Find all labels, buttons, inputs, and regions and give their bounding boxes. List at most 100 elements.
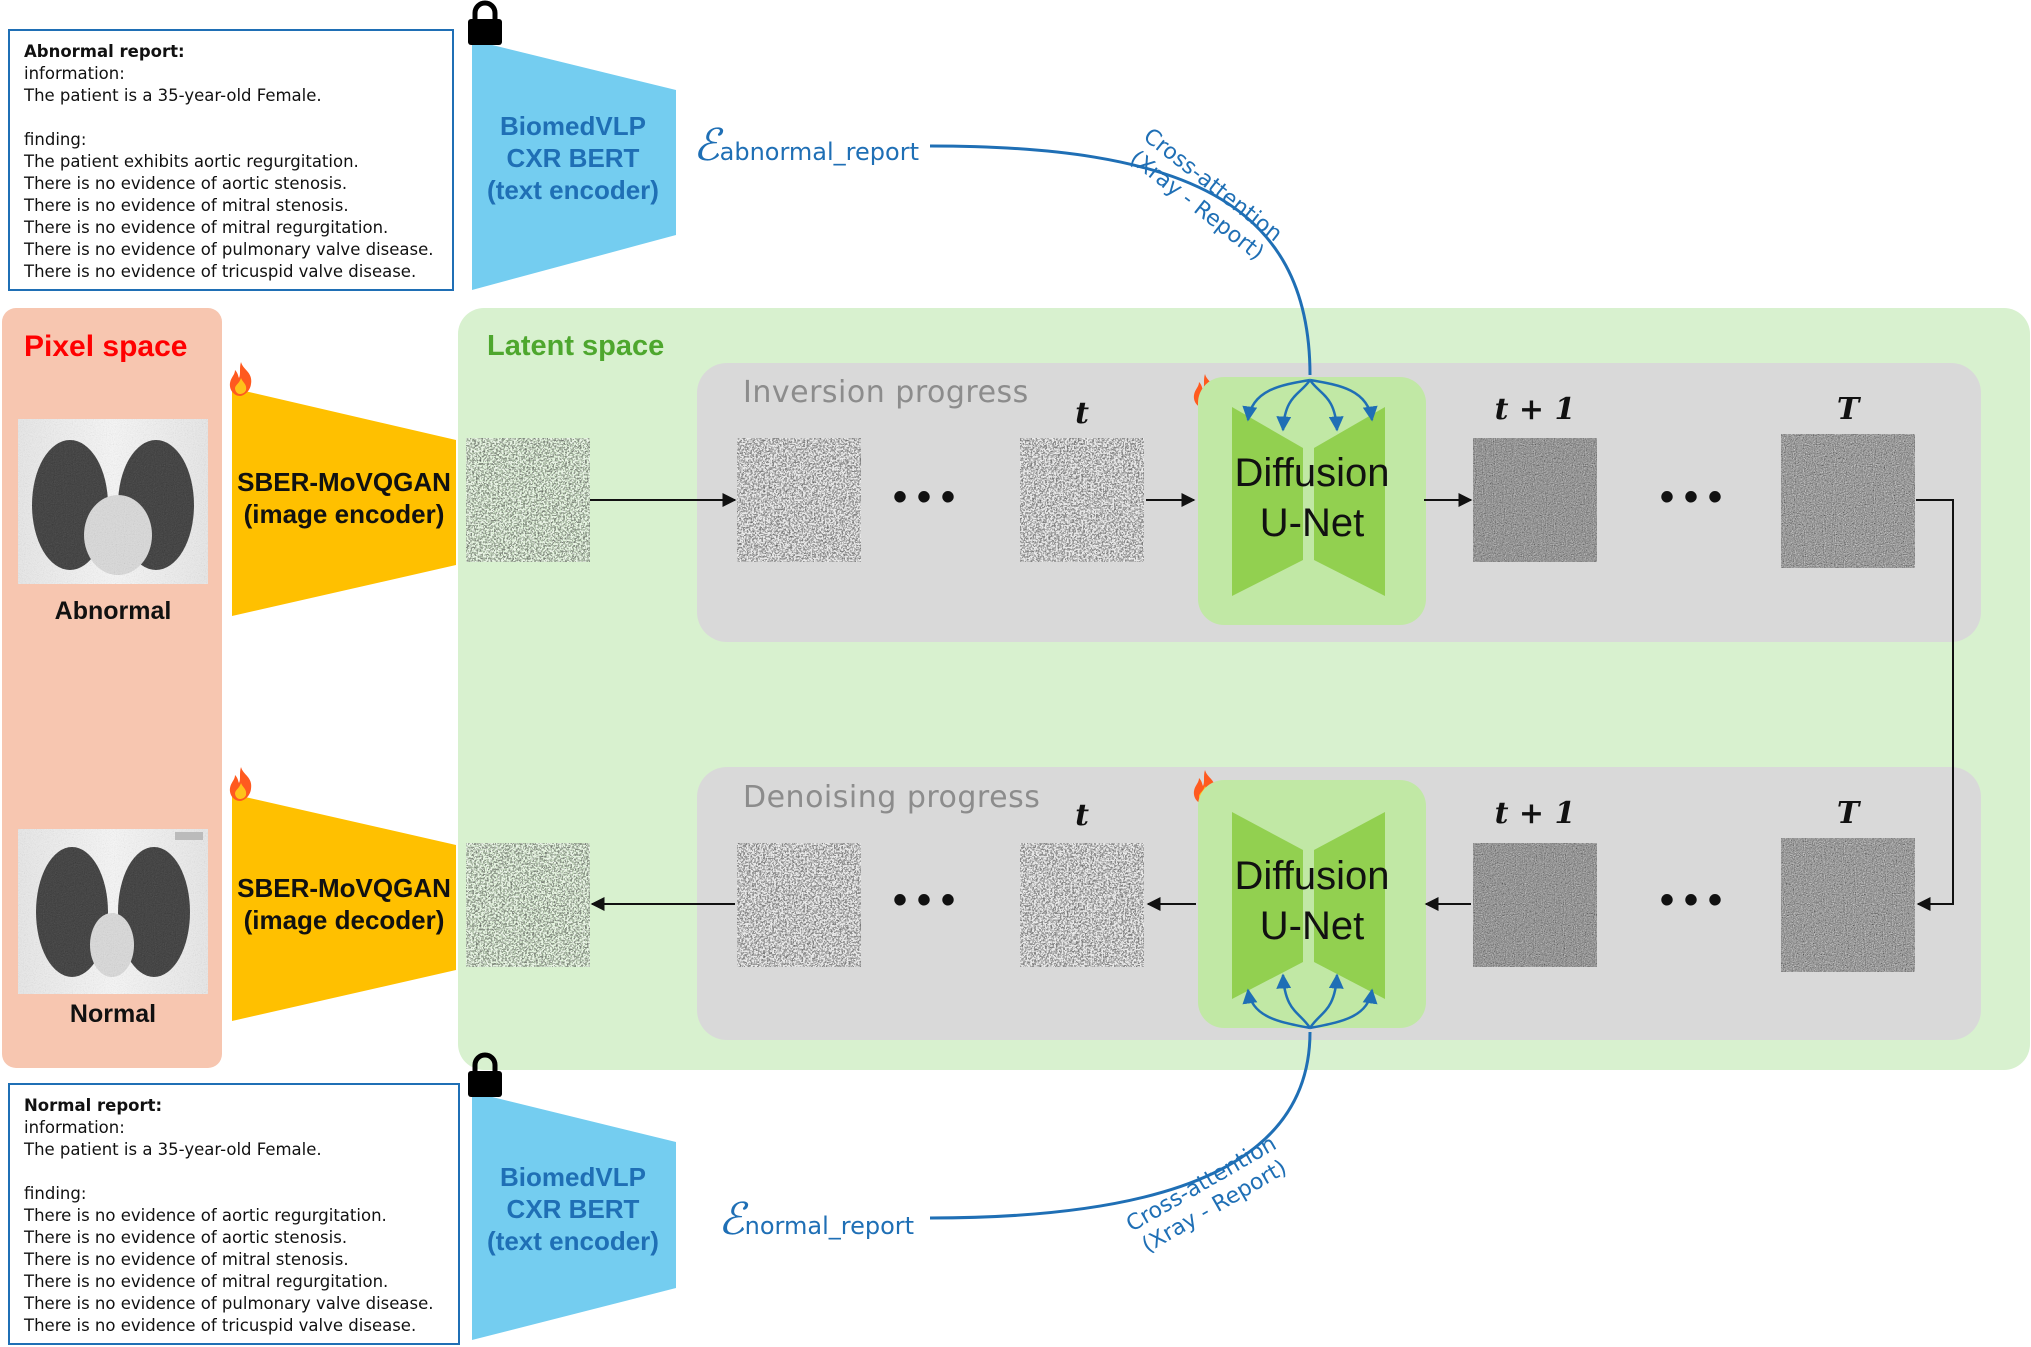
latent-image-den-t — [1020, 843, 1144, 967]
report-line: There is no evidence of mitral stenosis. — [24, 1250, 349, 1269]
lock-icon — [468, 0, 502, 45]
report-line: finding: — [24, 130, 87, 149]
cross-attention-curve-top — [929, 144, 1312, 376]
report-line: There is no evidence of tricuspid valve … — [24, 1316, 417, 1335]
report-line: The patient is a 35-year-old Female. — [24, 86, 322, 105]
cross-attention-branch — [1309, 988, 1378, 1030]
ellipsis: ••• — [893, 878, 966, 922]
image-encoder-shape — [232, 388, 456, 616]
latent-image-den-0 — [737, 843, 861, 967]
report-line: There is no evidence of mitral stenosis. — [24, 196, 349, 215]
xray-normal-label: Normal — [69, 1000, 157, 1028]
report-line: There is no evidence of aortic stenosis. — [24, 1228, 348, 1247]
latent-image-den-T — [1781, 838, 1915, 972]
cross-attention-branch — [1242, 988, 1311, 1030]
image-decoder-line1: SBER-MoVQGAN — [237, 873, 451, 903]
unet-line1: Diffusion — [1234, 854, 1390, 898]
ellipsis: ••• — [1660, 475, 1733, 519]
latent-image-inv-t — [1020, 438, 1144, 562]
inversion-progress-title: Inversion progress — [743, 375, 1029, 410]
step-T-label: T — [1836, 796, 1860, 831]
cross-attention-curve-bottom — [929, 1031, 1312, 1220]
cross-attention-branch — [1309, 378, 1378, 422]
normal-report-box: Normal report: information: The patient … — [8, 1083, 460, 1345]
latent-image-den-t1 — [1473, 843, 1597, 967]
epsilon-symbol: ℰ — [693, 120, 720, 171]
report-line: There is no evidence of pulmonary valve … — [24, 1294, 434, 1313]
unet-decoder-shape — [1314, 407, 1385, 596]
latent-space-title: Latent space — [487, 330, 665, 362]
report-line: information: — [24, 64, 125, 83]
latent-image-decoded — [466, 843, 590, 967]
unet-encoder-shape — [1232, 812, 1303, 999]
text-encoder-top-shape — [472, 40, 676, 290]
report-line: There is no evidence of mitral regurgita… — [24, 1272, 389, 1291]
unet-decoder-shape — [1314, 812, 1385, 999]
latent-image-inv-t1 — [1473, 438, 1597, 562]
report-line: There is no evidence of aortic regurgita… — [24, 1206, 387, 1225]
cross-attention-branch — [1242, 378, 1311, 422]
cross-attention-branch — [1276, 379, 1312, 432]
report-line: The patient is a 35-year-old Female. — [24, 1140, 322, 1159]
epsilon-subscript: abnormal_report — [719, 138, 919, 166]
image-decoder-line2: (image decoder) — [243, 905, 445, 935]
report-line: There is no evidence of pulmonary valve … — [24, 240, 434, 259]
text-encoder-line2: CXR BERT — [506, 143, 640, 173]
epsilon-symbol: ℰ — [718, 1194, 745, 1245]
step-t-label: t — [1075, 396, 1089, 431]
fire-icon — [229, 362, 252, 396]
image-encoder-label: SBER-MoVQGAN (image encoder) — [228, 466, 460, 530]
text-encoder-line2: CXR BERT — [506, 1194, 640, 1224]
abnormal-report-title: Abnormal report: — [24, 42, 185, 61]
report-line: There is no evidence of tricuspid valve … — [24, 262, 417, 281]
pixel-space-title: Pixel space — [24, 330, 188, 363]
step-T-label: T — [1836, 392, 1860, 427]
unet-line2: U-Net — [1259, 904, 1365, 948]
ellipsis: ••• — [1660, 878, 1733, 922]
xray-abnormal-label: Abnormal — [54, 597, 172, 625]
text-encoder-line1: BiomedVLP — [500, 111, 646, 141]
image-decoder-shape — [232, 794, 456, 1021]
denoising-progress-title: Denoising progress — [743, 780, 1041, 815]
report-line: finding: — [24, 1184, 87, 1203]
epsilon-normal-label: ℰnormal_report — [718, 1194, 914, 1245]
text-encoder-line3: (text encoder) — [487, 1226, 659, 1256]
step-t-plus-1-label: t + 1 — [1494, 392, 1576, 427]
latent-image-inv-0 — [737, 438, 861, 562]
epsilon-subscript: normal_report — [744, 1212, 915, 1240]
fire-icon — [229, 767, 252, 801]
report-line: information: — [24, 1118, 125, 1137]
image-decoder-label: SBER-MoVQGAN (image decoder) — [228, 872, 460, 936]
xray-abnormal-image — [18, 419, 208, 584]
text-encoder-top-label: BiomedVLP CXR BERT (text encoder) — [474, 110, 672, 206]
cross-attention-branch — [1308, 973, 1344, 1029]
latent-image-encoded — [466, 438, 590, 562]
report-line: The patient exhibits aortic regurgitatio… — [24, 152, 359, 171]
unet-line1: Diffusion — [1234, 451, 1390, 495]
report-line: There is no evidence of aortic stenosis. — [24, 174, 348, 193]
image-encoder-line1: SBER-MoVQGAN — [237, 467, 451, 497]
xray-normal-image — [18, 829, 208, 994]
image-encoder-line2: (image encoder) — [243, 499, 445, 529]
abnormal-report-box: Abnormal report: information: The patien… — [8, 29, 454, 291]
unet-line2: U-Net — [1259, 501, 1365, 545]
unet-label-bottom: Diffusion U-Net — [1198, 851, 1426, 951]
unet-label-top: Diffusion U-Net — [1198, 448, 1426, 548]
cross-attention-branch — [1276, 973, 1312, 1029]
cross-attention-branch — [1308, 379, 1344, 432]
lock-icon — [468, 1052, 502, 1097]
unet-encoder-shape — [1232, 407, 1303, 596]
arrow — [1916, 499, 1954, 911]
text-encoder-line1: BiomedVLP — [500, 1162, 646, 1192]
report-line: There is no evidence of mitral regurgita… — [24, 218, 389, 237]
normal-report-title: Normal report: — [24, 1096, 163, 1115]
epsilon-abnormal-label: ℰabnormal_report — [693, 120, 919, 171]
text-encoder-bottom-shape — [472, 1092, 676, 1340]
step-t-plus-1-label: t + 1 — [1494, 796, 1576, 831]
text-encoder-line3: (text encoder) — [487, 175, 659, 205]
latent-image-inv-T — [1781, 434, 1915, 568]
step-t-label: t — [1075, 798, 1089, 833]
text-encoder-bottom-label: BiomedVLP CXR BERT (text encoder) — [474, 1161, 672, 1257]
ellipsis: ••• — [893, 475, 966, 519]
